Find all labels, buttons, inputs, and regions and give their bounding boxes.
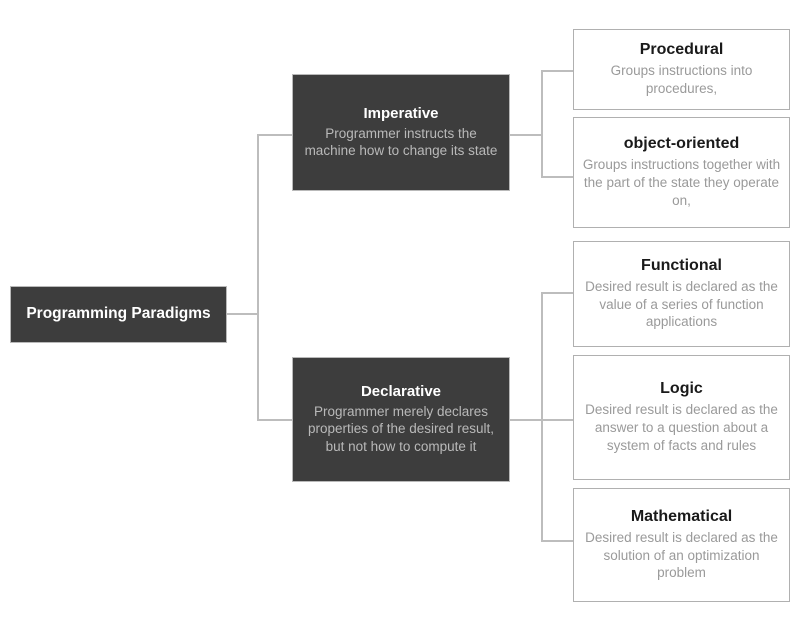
node-title: Mathematical [630,507,733,525]
connector-declarative-to-logic [541,419,574,421]
node-title: Imperative [363,104,439,122]
connector-imperative-stub [510,134,542,136]
node-object-oriented[interactable]: object-oriented Groups instructions toge… [573,117,790,228]
node-logic[interactable]: Logic Desired result is declared as the … [573,355,790,480]
node-procedural[interactable]: Procedural Groups instructions into proc… [573,29,790,110]
node-description: Programmer instructs the machine how to … [304,125,498,159]
node-description: Desired result is declared as the value … [585,278,778,330]
node-functional[interactable]: Functional Desired result is declared as… [573,241,790,347]
node-description: Programmer merely declares properties of… [307,403,495,455]
connector-imperative-to-object-oriented [541,176,574,178]
node-programming-paradigms[interactable]: Programming Paradigms [10,286,227,343]
node-title: Logic [660,380,703,398]
node-title: object-oriented [623,135,740,153]
node-description: Groups instructions into procedures, [610,63,753,96]
connector-declarative-stub [510,419,542,421]
node-title: Functional [641,256,722,274]
node-description: Desired result is declared as the soluti… [585,529,778,581]
connector-root-to-imperative [257,134,293,136]
node-declarative[interactable]: Declarative Programmer merely declares p… [292,357,510,482]
node-description: Groups instructions together with the pa… [582,157,781,208]
node-mathematical[interactable]: Mathematical Desired result is declared … [573,488,790,602]
node-description: Desired result is declared as the answer… [585,402,778,453]
connector-root-spine [257,134,259,421]
connector-imperative-to-procedural [541,70,574,72]
node-title: Procedural [639,41,724,59]
connector-declarative-to-mathematical [541,540,574,542]
connector-root-to-declarative [257,419,293,421]
node-imperative[interactable]: Imperative Programmer instructs the mach… [292,74,510,191]
node-title: Programming Paradigms [26,305,211,323]
connector-declarative-spine [541,292,543,541]
connector-root-stub [227,313,259,315]
node-title: Declarative [360,382,442,400]
connector-declarative-to-functional [541,292,574,294]
connector-imperative-spine [541,70,543,178]
